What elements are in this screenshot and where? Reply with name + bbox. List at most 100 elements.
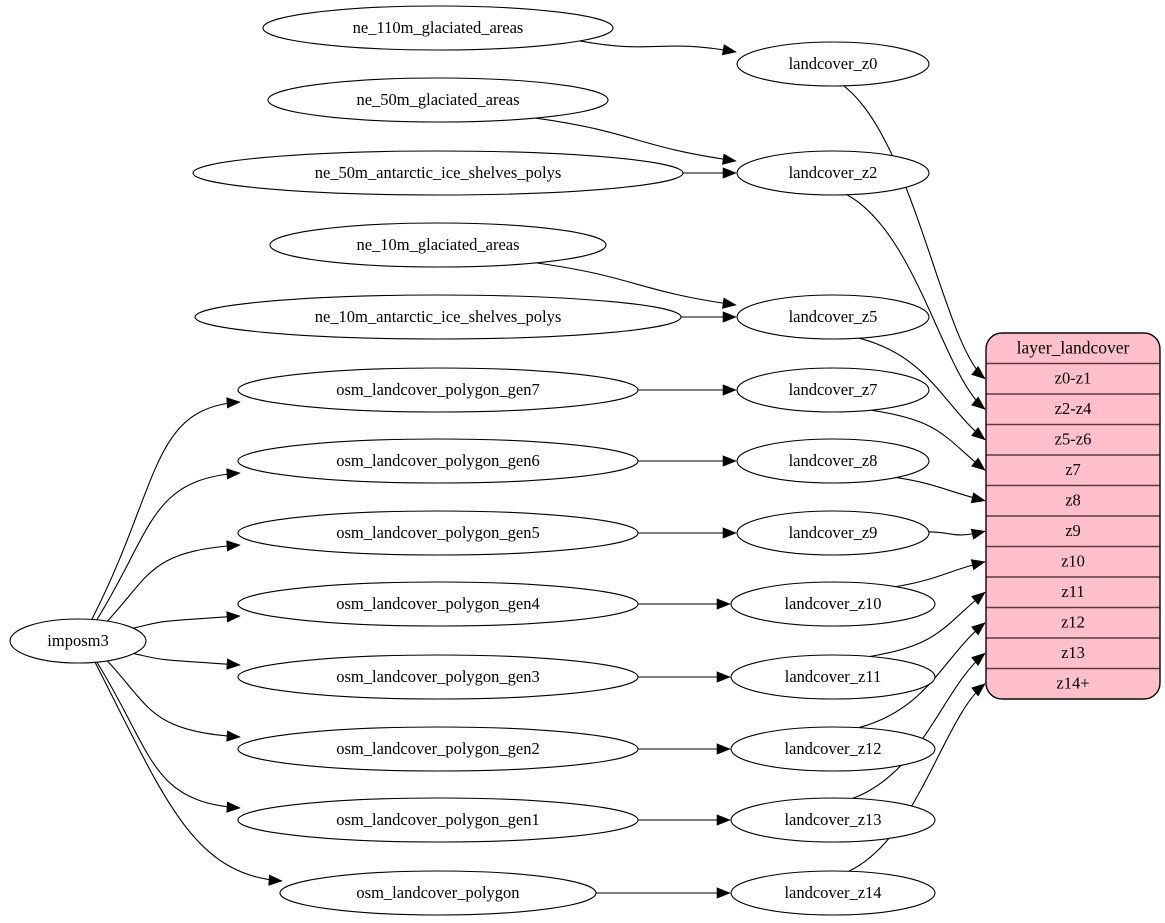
node-label: ne_110m_glaciated_areas (353, 18, 524, 37)
table-row-label: z12 (1061, 613, 1085, 632)
node-label: landcover_z8 (789, 451, 878, 470)
edge-landcover-z2-to-row-z2-z4 (846, 194, 986, 410)
node-landcover-z8[interactable]: landcover_z8 (736, 438, 930, 484)
layer-node-ellipse (736, 294, 930, 340)
table-row-label: z14+ (1056, 674, 1089, 693)
edge-ne-50m-antarctic-ice-shelves-polys-to-landcover-z2-arrowhead (722, 167, 737, 179)
layer-node-ellipse (730, 654, 936, 700)
node-osm-landcover-polygon-gen1[interactable]: osm_landcover_polygon_gen1 (237, 797, 639, 843)
dataset-node-ellipse (237, 510, 639, 556)
node-label: osm_landcover_polygon_gen5 (336, 523, 539, 542)
edge-osm-landcover-polygon-gen3-arrowhead (226, 658, 241, 670)
node-osm-landcover-polygon-gen7[interactable]: osm_landcover_polygon_gen7 (237, 367, 639, 413)
dataset-node-ellipse (194, 294, 682, 340)
table-row-label: z7 (1065, 460, 1081, 479)
layer-node-ellipse (736, 150, 930, 196)
edge-landcover-z13-to-row-z13 (852, 652, 986, 799)
edge-osm-landcover-polygon-gen4-arrowhead (226, 611, 241, 623)
node-osm-landcover-polygon[interactable]: osm_landcover_polygon (279, 870, 597, 916)
table-row-label: z2-z4 (1055, 399, 1092, 418)
node-label: landcover_z10 (784, 594, 881, 613)
edge-row-z13-arrowhead (971, 652, 986, 667)
node-landcover-z9[interactable]: landcover_z9 (736, 510, 930, 556)
node-landcover-z2[interactable]: landcover_z2 (736, 150, 930, 196)
edge-row-z9-arrowhead (970, 528, 986, 540)
edge-imposm3-to-osm-landcover-polygon (94, 662, 283, 882)
node-label: osm_landcover_polygon_gen1 (336, 810, 539, 829)
table-header-label: layer_landcover (1017, 337, 1130, 357)
edge-landcover-z7-to-row-z7 (871, 409, 986, 471)
node-landcover-z13[interactable]: landcover_z13 (730, 797, 936, 843)
dataset-node-ellipse (237, 367, 639, 413)
node-label: ne_50m_glaciated_areas (356, 90, 519, 109)
edge-row-z11-arrowhead (971, 591, 986, 606)
nodes-group: imposm3 ne_110m_glaciated_areas ne_50m_gla… (9, 5, 936, 916)
source-node-ellipse (9, 618, 147, 664)
node-label: imposm3 (47, 631, 108, 650)
table-group: layer_landcoverz0-z1z2-z4z5-z6z7z8z9z10z… (985, 332, 1161, 700)
edge-ne-110m-glaciated-areas-to-landcover-z0 (579, 40, 737, 53)
node-landcover-z10[interactable]: landcover_z10 (730, 581, 936, 627)
table-row-label: z0-z1 (1055, 369, 1092, 388)
node-label: ne_10m_glaciated_areas (356, 235, 519, 254)
node-ne-50m-antarctic-ice-shelves-polys[interactable]: ne_50m_antarctic_ice_shelves_polys (192, 150, 684, 196)
dataset-node-ellipse (279, 870, 597, 916)
node-ne-50m-glaciated-areas[interactable]: ne_50m_glaciated_areas (267, 77, 609, 123)
node-landcover-z11[interactable]: landcover_z11 (730, 654, 936, 700)
table-outline (985, 332, 1161, 700)
node-imposm3[interactable]: imposm3 (9, 618, 147, 664)
edge-ne-50m-glaciated-areas-to-landcover-z2 (535, 117, 737, 162)
dataset-node-ellipse (269, 222, 607, 268)
node-label: ne_10m_antarctic_ice_shelves_polys (315, 307, 562, 326)
node-osm-landcover-polygon-gen2[interactable]: osm_landcover_polygon_gen2 (237, 726, 639, 772)
dataset-node-ellipse (237, 581, 639, 627)
edge-imposm3-to-osm-landcover-polygon-gen4 (133, 615, 241, 629)
edge-landcover-z5-to-row-z5-z6 (859, 337, 986, 441)
table-row-label: z10 (1061, 552, 1085, 571)
node-label: osm_landcover_polygon_gen6 (336, 451, 539, 470)
node-landcover-z14[interactable]: landcover_z14 (730, 870, 936, 916)
edge-osm-landcover-polygon-gen6-arrowhead (226, 468, 241, 480)
node-landcover-z12[interactable]: landcover_z12 (730, 726, 936, 772)
node-label: osm_landcover_polygon_gen2 (336, 739, 539, 758)
edge-osm-landcover-polygon-gen1-arrowhead (226, 801, 241, 813)
node-label: landcover_z5 (789, 307, 878, 326)
edge-osm-landcover-polygon-gen6-to-landcover-z8-arrowhead (722, 455, 737, 467)
table-row-label: z9 (1065, 521, 1081, 540)
layer-node-ellipse (730, 726, 936, 772)
node-label: ne_50m_antarctic_ice_shelves_polys (315, 163, 562, 182)
node-osm-landcover-polygon-gen5[interactable]: osm_landcover_polygon_gen5 (237, 510, 639, 556)
node-landcover-z0[interactable]: landcover_z0 (736, 41, 930, 87)
edge-osm-landcover-polygon-arrowhead (268, 874, 283, 886)
node-label: landcover_z13 (784, 810, 881, 829)
node-osm-landcover-polygon-gen6[interactable]: osm_landcover_polygon_gen6 (237, 438, 639, 484)
layer-node-ellipse (736, 510, 930, 556)
node-label: landcover_z7 (789, 380, 878, 399)
edge-ne-10m-glaciated-areas-to-landcover-z5 (535, 262, 737, 306)
node-ne-110m-glaciated-areas[interactable]: ne_110m_glaciated_areas (262, 5, 614, 51)
table-row-label: z11 (1061, 582, 1084, 601)
dataset-node-ellipse (237, 654, 639, 700)
node-ne-10m-antarctic-ice-shelves-polys[interactable]: ne_10m_antarctic_ice_shelves_polys (194, 294, 682, 340)
node-label: landcover_z0 (789, 54, 878, 73)
edge-imposm3-to-osm-landcover-polygon-gen2 (106, 660, 241, 738)
node-osm-landcover-polygon-gen3[interactable]: osm_landcover_polygon_gen3 (237, 654, 639, 700)
node-landcover-z5[interactable]: landcover_z5 (736, 294, 930, 340)
node-osm-landcover-polygon-gen4[interactable]: osm_landcover_polygon_gen4 (237, 581, 639, 627)
edge-imposm3-to-osm-landcover-polygon-gen3 (133, 653, 241, 666)
edges-group (91, 40, 986, 899)
edge-osm-landcover-polygon-to-landcover-z14-arrowhead (716, 887, 731, 899)
edge-landcover-z0-to-row-z0-z1 (843, 85, 986, 380)
edge-imposm3-to-osm-landcover-polygon-gen7 (91, 401, 241, 620)
node-landcover-z7[interactable]: landcover_z7 (736, 367, 930, 413)
node-ne-10m-glaciated-areas[interactable]: ne_10m_glaciated_areas (269, 222, 607, 268)
edge-row-z0-z1-arrowhead (971, 365, 986, 380)
layer-node-ellipse (736, 367, 930, 413)
edge-osm-landcover-polygon-gen5-to-landcover-z9-arrowhead (722, 527, 737, 539)
edge-imposm3-to-osm-landcover-polygon-gen6 (96, 472, 241, 621)
table-row-label: z13 (1061, 643, 1085, 662)
edge-row-z14-arrowhead (971, 683, 986, 697)
layer-landcover-table[interactable]: layer_landcoverz0-z1z2-z4z5-z6z7z8z9z10z… (985, 332, 1161, 700)
edge-imposm3-to-osm-landcover-polygon-gen5 (106, 544, 241, 622)
